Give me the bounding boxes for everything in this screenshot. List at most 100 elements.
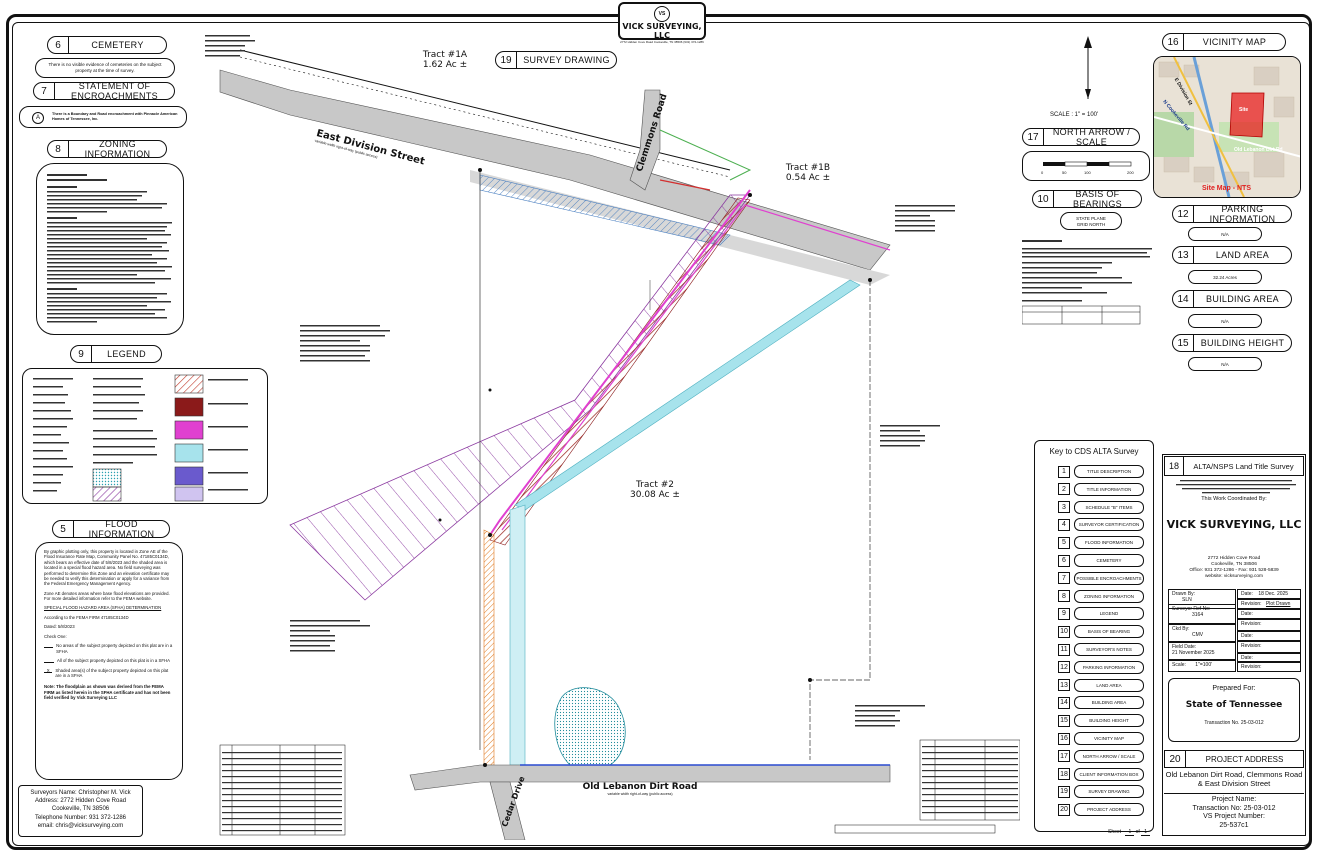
cedar-drive bbox=[489, 781, 526, 840]
transaction-number: Transaction No. 25-03-012 bbox=[1204, 720, 1264, 726]
revision-cell-1: Revision: Plot Drawn bbox=[1237, 599, 1301, 609]
checked-by-value: CMV bbox=[1192, 632, 1204, 638]
section-title: BASIS OF BEARINGS bbox=[1073, 189, 1122, 209]
key-item-number: 20 bbox=[1058, 803, 1070, 816]
key-item-number: 18 bbox=[1058, 768, 1070, 781]
pink-boundary bbox=[489, 189, 751, 536]
drawn-by-label: Drawn By: bbox=[1172, 591, 1196, 597]
alta-phone: Office: 931 372-1286 - Fax: 931 528-5839 bbox=[1189, 568, 1279, 573]
encroachments-text: There is a Boundary and Road encroachmen… bbox=[52, 112, 178, 121]
title-block bbox=[1162, 454, 1306, 836]
scale-label: Scale: bbox=[1172, 662, 1186, 668]
sheet-of: of bbox=[1135, 829, 1140, 835]
date-cell: Date: 18 Dec. 2025 bbox=[1237, 589, 1301, 599]
section-number: 15 bbox=[1173, 335, 1194, 351]
flood-text-box: By graphic plotting only, this property … bbox=[35, 542, 183, 780]
section-title: SURVEY DRAWING bbox=[523, 55, 610, 65]
section-number: 12 bbox=[1173, 206, 1194, 222]
date-value: 18 Dec. 2025 bbox=[1258, 591, 1289, 597]
building-area-value-box: N/A bbox=[1188, 314, 1262, 328]
flood-check-1-text: No areas of the subject property depicte… bbox=[56, 643, 173, 654]
project-number-label: VS Project Number: bbox=[1203, 813, 1265, 820]
alta-statement bbox=[1176, 480, 1296, 494]
key-item-label: NORTH ARROW / SCALE bbox=[1074, 749, 1144, 763]
company-name: VICK SURVEYING, LLC bbox=[622, 22, 702, 40]
prepared-for-box: Prepared For: State of Tennessee Transac… bbox=[1168, 678, 1300, 742]
building-area-header: 14 BUILDING AREA bbox=[1172, 290, 1292, 308]
key-item-number: 10 bbox=[1058, 625, 1070, 638]
legend-header: 9 LEGEND bbox=[70, 345, 162, 363]
field-date-label: Field Date: bbox=[1172, 644, 1197, 650]
surveyor-address-1: Address: 2772 Hidden Cove Road bbox=[34, 798, 127, 805]
section-number: 14 bbox=[1173, 291, 1194, 307]
vicinity-site-map-label: Site Map - NTS bbox=[1202, 185, 1252, 192]
section-title: STATEMENT OF ENCROACHMENTS bbox=[71, 81, 158, 101]
scale-tick-200: 200 bbox=[1127, 170, 1134, 175]
north-arrow-header: 17 NORTH ARROW / SCALE bbox=[1022, 127, 1140, 147]
key-item-label: TITLE DESCRIPTION bbox=[1074, 465, 1144, 478]
scale-cell: Scale: 1"=100' bbox=[1168, 660, 1236, 672]
alta-address-2: Cookeville, TN 38506 bbox=[1211, 562, 1257, 567]
flood-text-5: Dated: 5/8/2023 bbox=[44, 624, 75, 630]
key-item-number: 3 bbox=[1058, 501, 1070, 514]
flood-text-3: SPECIAL FLOOD HAZARD AREA (SFHA) DETERMI… bbox=[44, 604, 162, 610]
sheet-total: 1 bbox=[1141, 829, 1150, 836]
cemetery-text-box: There is no visible evidence of cemeteri… bbox=[35, 58, 175, 78]
vicinity-map-graphic bbox=[1154, 57, 1300, 197]
section-number: 8 bbox=[48, 141, 69, 157]
key-item-number: 15 bbox=[1058, 714, 1070, 727]
alta-website: website: vicksurveying.com bbox=[1204, 574, 1264, 579]
zoning-text-lines bbox=[47, 174, 172, 323]
revision-label: Revision: bbox=[1241, 601, 1262, 607]
project-number-value: 25-537c1 bbox=[1219, 821, 1249, 829]
key-item-label: SURVEYOR CERTIFICATION bbox=[1074, 518, 1144, 532]
zoning-header: 8 ZONING INFORMATION bbox=[47, 139, 167, 159]
key-item-number: 19 bbox=[1058, 785, 1070, 798]
key-item-number: 7 bbox=[1058, 572, 1070, 585]
revision-cell-4: Revision: bbox=[1237, 662, 1301, 672]
key-item-label: CLIENT INFORMATION BOX bbox=[1074, 767, 1144, 781]
key-item-number: 6 bbox=[1058, 554, 1070, 567]
alta-number: 18 bbox=[1165, 457, 1184, 475]
project-name-value: Transaction No: 25-03-012 bbox=[1192, 804, 1276, 812]
key-item-number: 9 bbox=[1058, 607, 1070, 620]
flood-text-6: Check One: bbox=[44, 633, 67, 639]
old-lebanon-road-name: Old Lebanon Dirt Road bbox=[582, 782, 698, 792]
key-item-label: LEGEND bbox=[1074, 607, 1144, 621]
tract-1a-label: Tract #1A 1.62 Ac ± bbox=[405, 50, 485, 70]
flood-text-2: Zone AE denotes areas where base flood e… bbox=[44, 590, 170, 602]
key-item-label: PROJECT ADDRESS bbox=[1074, 803, 1144, 817]
sheet-label: Sheet bbox=[1108, 829, 1122, 835]
revision-value: Plot Drawn bbox=[1265, 601, 1291, 607]
revision-label: Revision: bbox=[1241, 643, 1262, 649]
alta-company-info: 2772 Hidden Cove Road Cookeville, TN 385… bbox=[1164, 556, 1304, 580]
bearings-text-1: STATE PLANE bbox=[1076, 216, 1106, 221]
surveyor-info-box: Surveyors Name: Christopher M. Vick Addr… bbox=[18, 785, 143, 837]
legend-box bbox=[22, 368, 268, 504]
key-item-number: 8 bbox=[1058, 590, 1070, 603]
flood-check-2-text: All of the subject property depicted on … bbox=[57, 658, 170, 664]
project-address-value: Old Lebanon Dirt Road, Clemmons Road & E… bbox=[1165, 770, 1303, 788]
field-date-value: 21 November 2025 bbox=[1172, 650, 1215, 656]
key-item-label: TITLE INFORMATION bbox=[1074, 482, 1144, 496]
revision-label: Revision: bbox=[1241, 621, 1262, 627]
revision-cell-2: Revision: bbox=[1237, 619, 1301, 631]
section-title: PARKING INFORMATION bbox=[1209, 204, 1276, 224]
tract-2-name: Tract #2 bbox=[636, 480, 674, 490]
tract-1a-area: 1.62 Ac ± bbox=[422, 60, 468, 70]
survey-drawing bbox=[205, 35, 1020, 840]
coordinated-by: This Work Coordinated By: bbox=[1201, 496, 1267, 502]
section-number: 16 bbox=[1163, 34, 1184, 50]
scale-tick-50: 50 bbox=[1062, 170, 1067, 175]
tract-2-area: 30.08 Ac ± bbox=[630, 490, 680, 500]
flood-check-1: No areas of the subject property depicte… bbox=[44, 643, 174, 654]
project-address-number: 20 bbox=[1165, 751, 1186, 767]
